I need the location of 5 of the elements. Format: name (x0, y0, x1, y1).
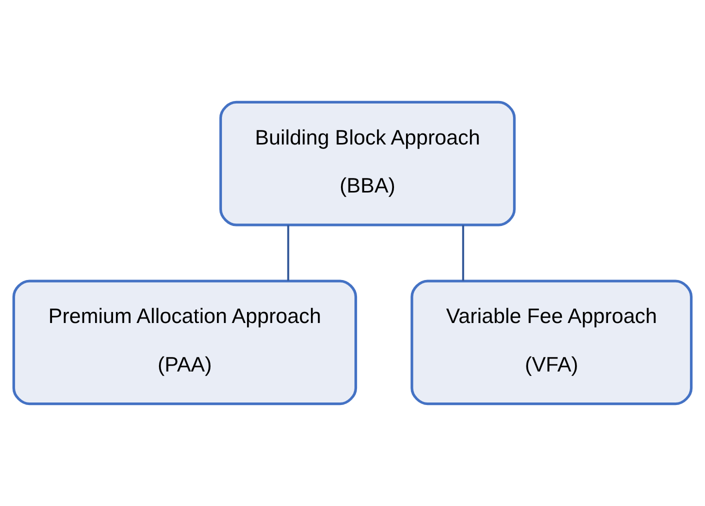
node-box: Building Block Approach (BBA) (219, 100, 516, 226)
connector (462, 225, 464, 281)
connector (287, 225, 290, 281)
node-box: Premium Allocation Approach (PAA) (12, 280, 358, 406)
node-box: Variable Fee Approach (VFA) (410, 280, 693, 406)
